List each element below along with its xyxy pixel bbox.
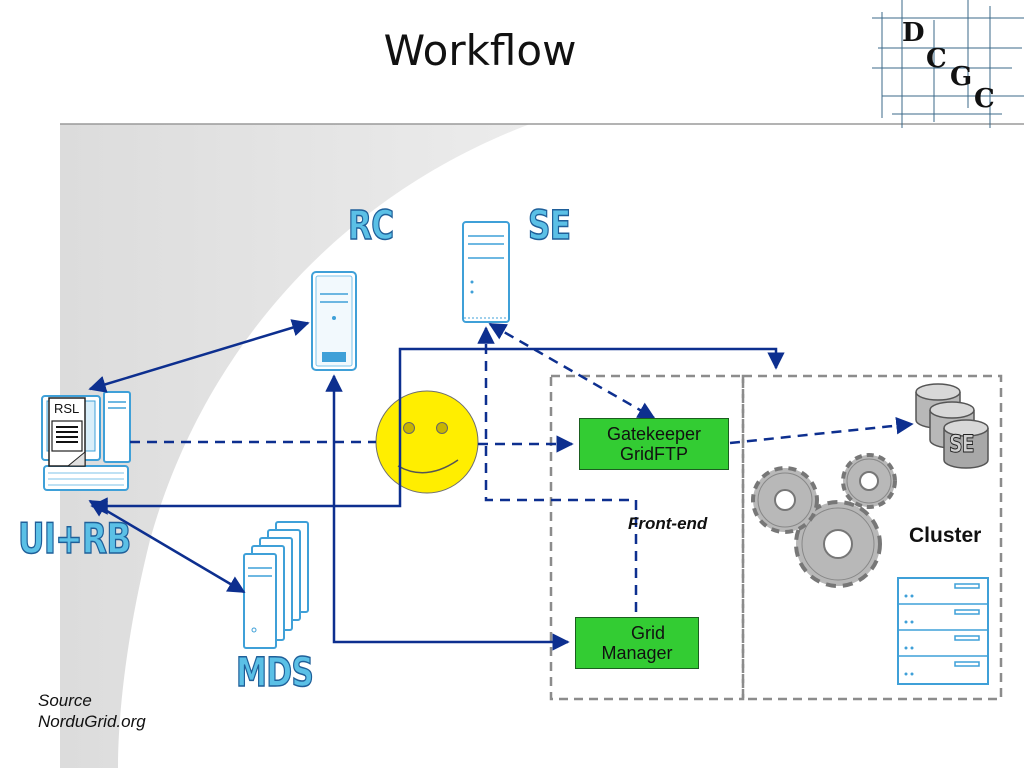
mds-server-stack-icon — [243, 521, 309, 649]
ui-rb-label: UI+RB — [17, 513, 131, 564]
cluster-container — [741, 374, 1003, 701]
logo-letter-d: D — [902, 18, 925, 48]
arrow-ui-mds — [88, 499, 246, 594]
gatekeeper-label: Gatekeeper — [606, 424, 702, 444]
arrow-ui-rc — [88, 319, 310, 393]
rc-server-icon — [311, 271, 357, 371]
gear-icon-small — [841, 453, 897, 509]
rack-server-icon — [897, 577, 989, 685]
se-server-icon — [462, 221, 510, 323]
manager-label: Manager — [601, 643, 673, 663]
source-org: NorduGrid.org — [38, 712, 146, 731]
front-end-label: Front-end — [628, 514, 708, 533]
rsl-document-icon — [48, 397, 86, 467]
arrow-se-gatekeeper — [488, 322, 656, 420]
rsl-label: RSL — [54, 401, 80, 416]
source-label: Source — [38, 691, 92, 710]
dashed-arrows — [130, 322, 914, 612]
dcgc-logo: D C G C — [872, 0, 1024, 128]
rc-label: RC — [347, 202, 394, 250]
mds-label: MDS — [235, 649, 314, 697]
database-icon — [915, 383, 989, 469]
logo-letter-c1: C — [926, 44, 947, 74]
gear-icon-medium — [751, 466, 819, 534]
page-title: Workflow — [383, 26, 577, 75]
logo-grid-lines — [872, 0, 1024, 128]
gridftp-label: GridFTP — [619, 444, 688, 464]
smiley-icon — [375, 390, 479, 494]
grid-label: Grid — [630, 623, 665, 643]
arrow-gridmanager-se — [477, 326, 638, 612]
gear-icon-large — [794, 500, 882, 588]
solid-arrows — [88, 319, 785, 651]
background-curve — [60, 124, 530, 768]
source-credit: Source NorduGrid.org — [38, 690, 146, 732]
logo-letter-g: G — [950, 62, 973, 92]
gatekeeper-gridftp-box: Gatekeeper GridFTP — [579, 418, 729, 470]
arrow-gatekeeper-cluster-se — [729, 416, 914, 445]
logo-letter-c2: C — [974, 84, 995, 114]
arrow-cluster-ui — [90, 347, 785, 515]
cluster-se-label: SE — [949, 430, 975, 459]
se-label: SE — [527, 202, 571, 250]
cluster-label: Cluster — [909, 524, 982, 547]
grid-manager-box: Grid Manager — [575, 617, 699, 669]
